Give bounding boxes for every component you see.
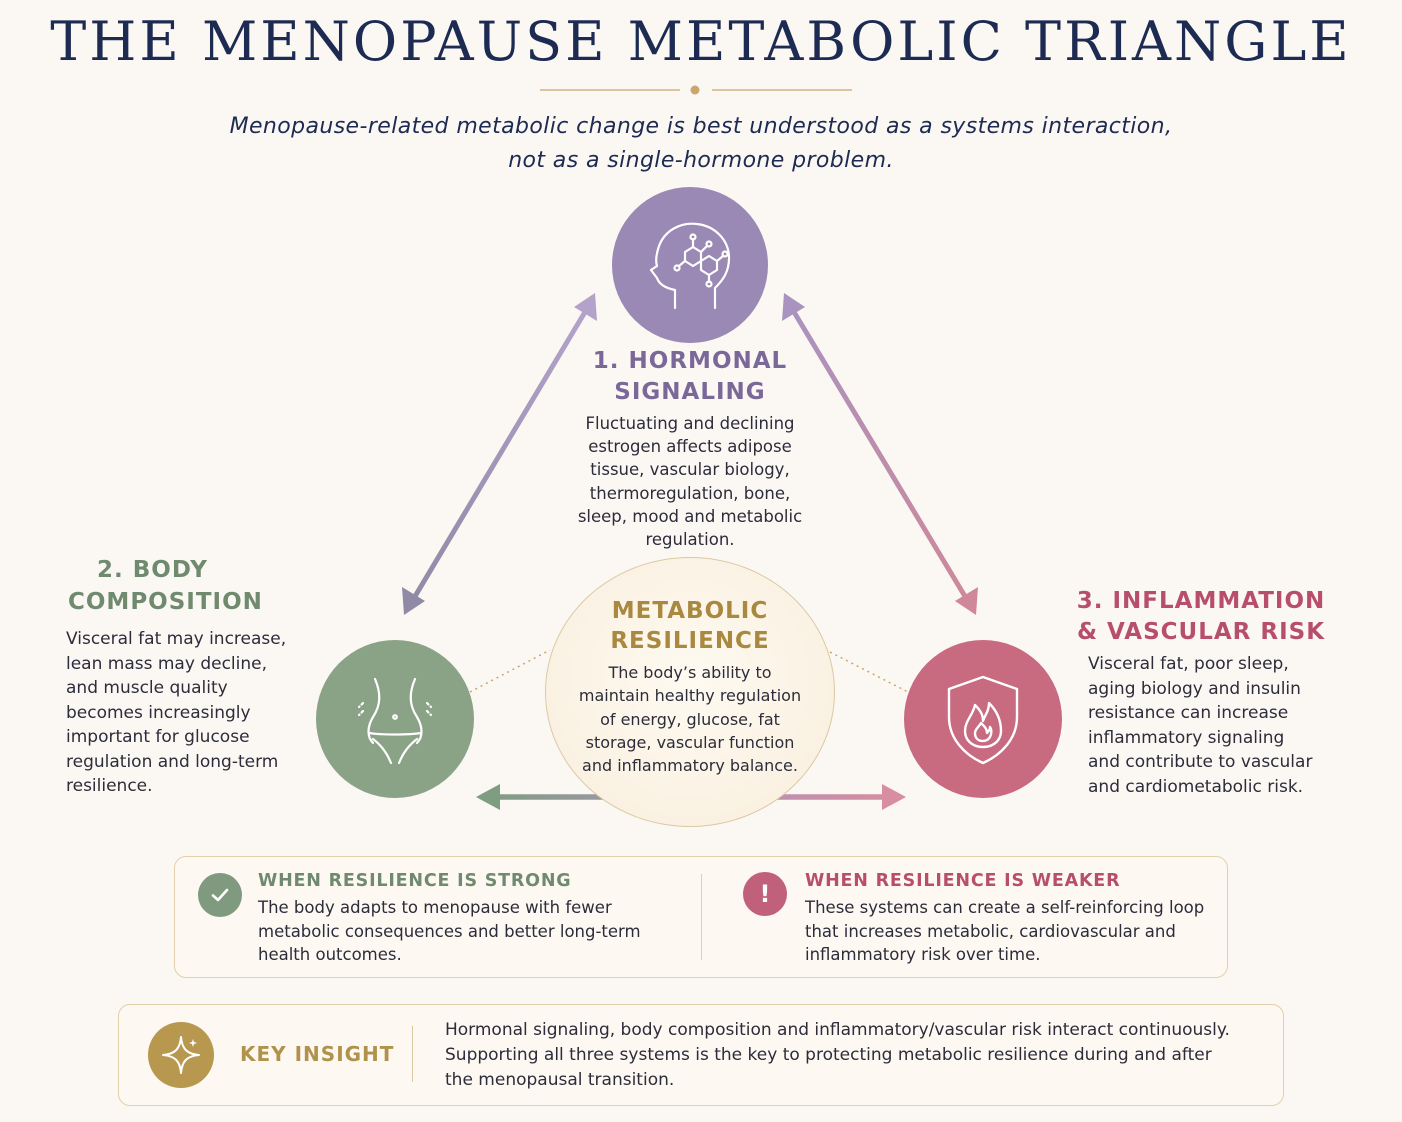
arrow-hormonal-inflammation bbox=[782, 293, 978, 615]
waist-icon bbox=[357, 677, 433, 765]
text-line: tissue, vascular biology, bbox=[590, 460, 790, 480]
text-line: maintain healthy regulation bbox=[578, 686, 802, 706]
hormonal-title: 1. HORMONAL SIGNALING bbox=[540, 346, 840, 408]
key-insight-divider bbox=[412, 1026, 413, 1082]
body-title-line: 2. BODY bbox=[97, 557, 208, 583]
text-line: estrogen affects adipose bbox=[588, 437, 792, 457]
shield-flame-icon bbox=[947, 675, 1019, 765]
check-icon bbox=[198, 873, 242, 917]
subtitle-line: Menopause-related metabolic change is be… bbox=[229, 114, 1173, 139]
text-line: storage, vascular function bbox=[585, 732, 795, 752]
text-line: the menopausal transition. bbox=[445, 1070, 675, 1091]
metabolic-resilience-circle bbox=[545, 557, 835, 827]
subtitle: Menopause-related metabolic change is be… bbox=[151, 110, 1251, 178]
text-line: Visceral fat, poor sleep, bbox=[1088, 654, 1289, 674]
text-line: resistance can increase bbox=[1088, 703, 1289, 723]
text-line: becomes increasingly bbox=[66, 702, 251, 723]
resilience-title-line: RESILIENCE bbox=[610, 628, 770, 654]
page-title: THE MENOPAUSE METABOLIC TRIANGLE bbox=[50, 10, 1352, 73]
inflammation-title-line: 3. INFLAMMATION bbox=[1076, 588, 1326, 614]
head-molecule-icon bbox=[649, 222, 731, 310]
strong-resilience-description: The body adapts to menopause with fewer … bbox=[258, 896, 678, 967]
hormonal-node-circle bbox=[612, 187, 768, 343]
subtitle-line: not as a single-hormone problem. bbox=[508, 148, 894, 173]
body-composition-title: 2. BODY COMPOSITION bbox=[68, 554, 308, 618]
key-insight-description: Hormonal signaling, body composition and… bbox=[445, 1018, 1265, 1094]
text-line: and cardiometabolic risk. bbox=[1088, 776, 1304, 797]
text-line: inflammatory signaling bbox=[1088, 727, 1285, 748]
title-ornament bbox=[540, 85, 852, 95]
arrow-hormonal-body bbox=[402, 293, 597, 615]
text-line: Supporting all three systems is the key … bbox=[445, 1045, 1212, 1066]
inflammation-description: Visceral fat, poor sleep, aging biology … bbox=[1088, 652, 1338, 799]
text-line: metabolic consequences and better long-t… bbox=[258, 921, 641, 941]
strong-resilience-title: WHEN RESILIENCE IS STRONG bbox=[258, 871, 572, 891]
text-line: aging biology and insulin bbox=[1088, 678, 1301, 699]
inflammation-title: 3. INFLAMMATION & VASCULAR RISK bbox=[1076, 586, 1326, 648]
text-line: and muscle quality bbox=[66, 678, 228, 698]
dotted-connector-left bbox=[469, 649, 551, 693]
hormonal-description: Fluctuating and declining estrogen affec… bbox=[565, 412, 815, 551]
body-node-circle bbox=[316, 640, 474, 798]
inflammation-title-line: & VASCULAR RISK bbox=[1076, 619, 1326, 645]
dotted-connector-right bbox=[829, 651, 909, 693]
text-line: lean mass may decline, bbox=[66, 653, 267, 674]
metabolic-resilience-description: The body’s ability to maintain healthy r… bbox=[575, 661, 805, 777]
text-line: and inflammatory balance. bbox=[582, 756, 798, 776]
text-line: Hormonal signaling, body composition and… bbox=[445, 1020, 1230, 1040]
text-line: These systems can create a self-reinforc… bbox=[805, 898, 1205, 917]
key-insight-panel bbox=[118, 1004, 1284, 1106]
text-line: regulation and long-term bbox=[66, 751, 279, 772]
text-line: thermoregulation, bone, bbox=[589, 483, 791, 503]
text-line: important for glucose bbox=[66, 727, 250, 747]
text-line: The body adapts to menopause with fewer bbox=[258, 898, 612, 917]
text-line: Fluctuating and declining bbox=[585, 414, 795, 433]
hormonal-title-line: 1. HORMONAL bbox=[592, 348, 788, 374]
resilience-title-line: METABOLIC bbox=[611, 598, 769, 624]
key-insight-title: KEY INSIGHT bbox=[240, 1042, 395, 1066]
metabolic-resilience-title: METABOLIC RESILIENCE bbox=[560, 596, 820, 656]
text-line: resilience. bbox=[66, 776, 153, 796]
hormonal-title-line: SIGNALING bbox=[614, 379, 766, 405]
exclamation-icon: ! bbox=[743, 872, 787, 916]
weak-resilience-title: WHEN RESILIENCE IS WEAKER bbox=[805, 871, 1121, 891]
outcome-divider bbox=[701, 874, 702, 960]
text-line: that increases metabolic, cardiovascular… bbox=[805, 921, 1176, 941]
weak-resilience-description: These systems can create a self-reinforc… bbox=[805, 896, 1205, 967]
sparkle-icon bbox=[148, 1022, 214, 1088]
text-line: and contribute to vascular bbox=[1088, 752, 1313, 772]
inflammation-node-circle bbox=[904, 640, 1062, 798]
text-line: inflammatory risk over time. bbox=[805, 945, 1041, 964]
text-line: regulation. bbox=[645, 530, 735, 550]
text-line: of energy, glucose, fat bbox=[600, 709, 780, 729]
text-line: sleep, mood and metabolic bbox=[577, 506, 803, 526]
text-line: health outcomes. bbox=[258, 945, 402, 964]
text-line: The body’s ability to bbox=[608, 663, 772, 682]
body-title-line: COMPOSITION bbox=[68, 589, 263, 615]
text-line: Visceral fat may increase, bbox=[66, 629, 287, 649]
body-composition-description: Visceral fat may increase, lean mass may… bbox=[66, 627, 316, 799]
